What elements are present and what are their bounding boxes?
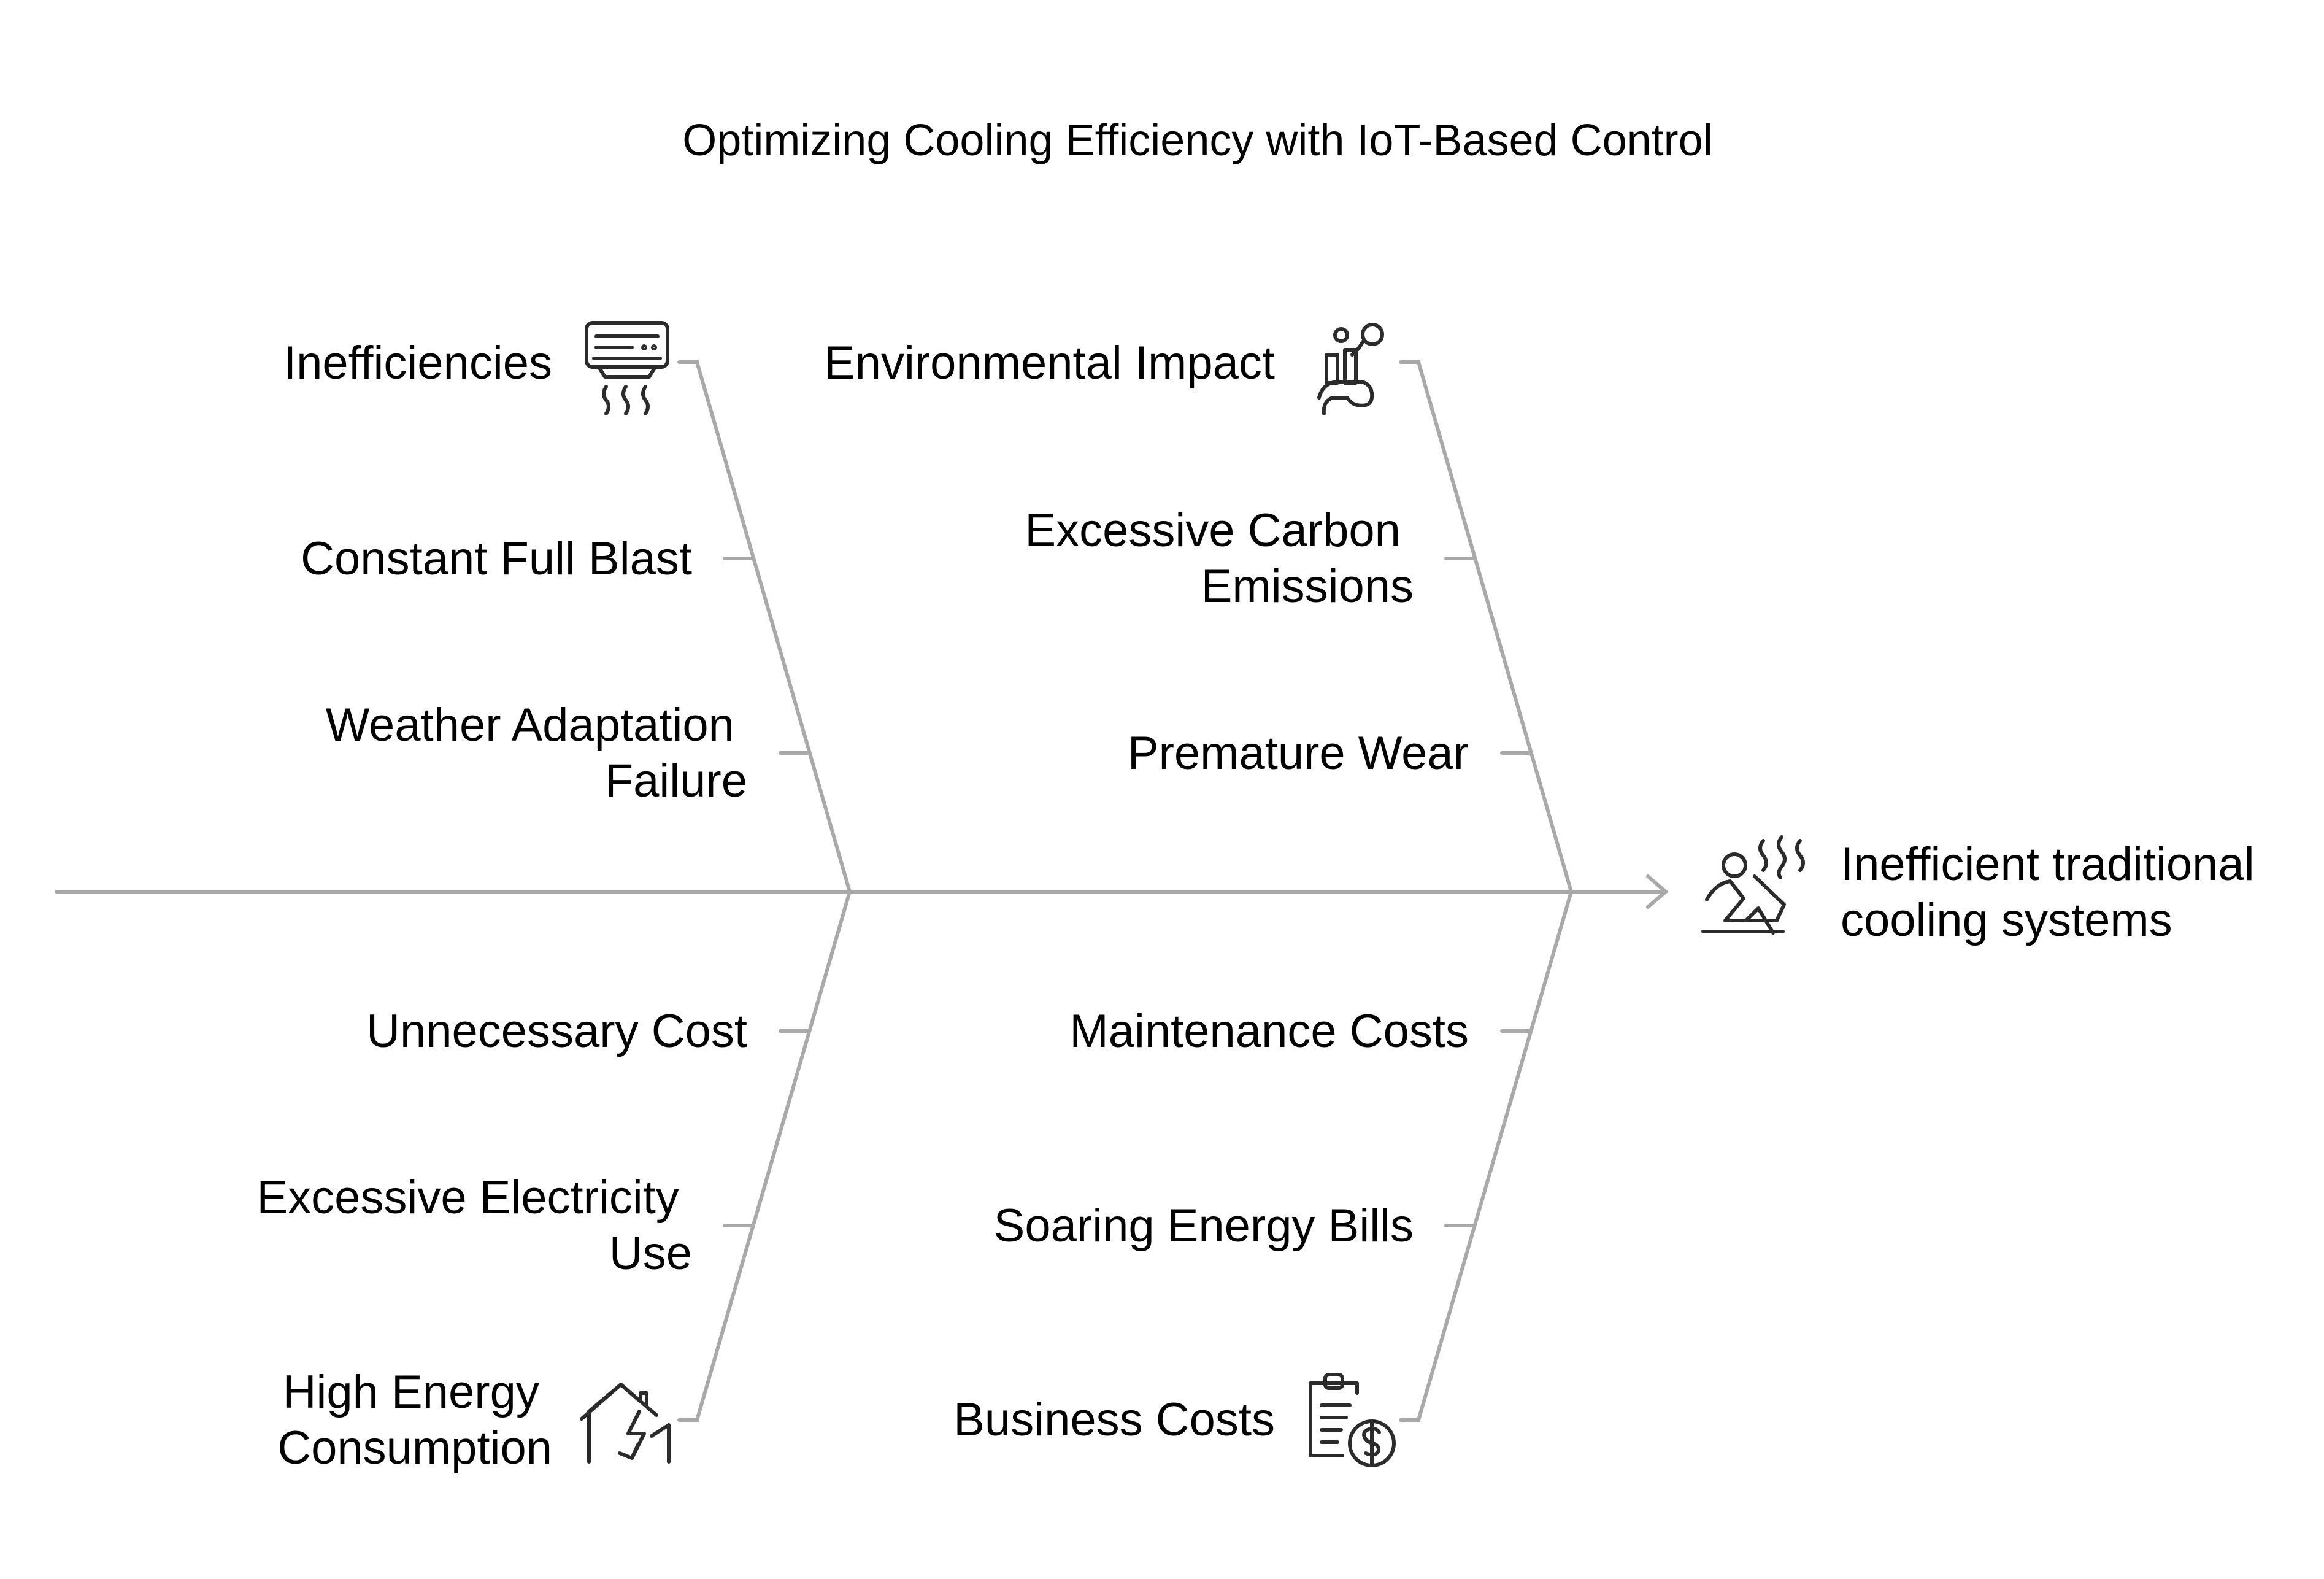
diagram-title: Optimizing Cooling Efficiency with IoT-B… (682, 116, 1712, 165)
house-lightning-icon (580, 1383, 671, 1464)
category-business-costs-label: Business Costs (953, 1394, 1275, 1446)
cause-constant-full-blast: Constant Full Blast (301, 533, 692, 585)
bone-high-energy-consumption (677, 890, 852, 1422)
air-conditioner-icon (585, 321, 669, 415)
cause-soaring-energy-bills: Soaring Energy Bills (994, 1200, 1414, 1252)
invoice-dollar-icon (1309, 1373, 1396, 1467)
cause-excessive-electricity-use: Excessive Electricity Use (256, 1172, 692, 1280)
overheated-person-icon (1701, 835, 1805, 935)
cause-maintenance-costs: Maintenance Costs (1069, 1005, 1469, 1057)
category-environmental-impact-label: Environmental Impact (824, 337, 1275, 389)
effect-label: Inefficient traditional cooling systems (1841, 838, 2268, 946)
bone-inefficiencies (677, 360, 852, 894)
bone-environmental-impact (1399, 360, 1573, 894)
factory-pollution-icon (1317, 323, 1384, 415)
category-inefficiencies-label: Inefficiencies (283, 337, 552, 389)
spine-arrowhead (1646, 874, 1669, 909)
cause-unnecessary-cost: Unnecessary Cost (366, 1005, 747, 1057)
cause-excessive-carbon-emissions: Excessive Carbon Emissions (1025, 504, 1414, 612)
cause-weather-adaptation-failure: Weather Adaptation Failure (326, 699, 747, 807)
cause-premature-wear: Premature Wear (1128, 727, 1469, 779)
bone-business-costs (1399, 890, 1573, 1422)
category-high-energy-consumption-label: High Energy Consumption (277, 1366, 552, 1474)
